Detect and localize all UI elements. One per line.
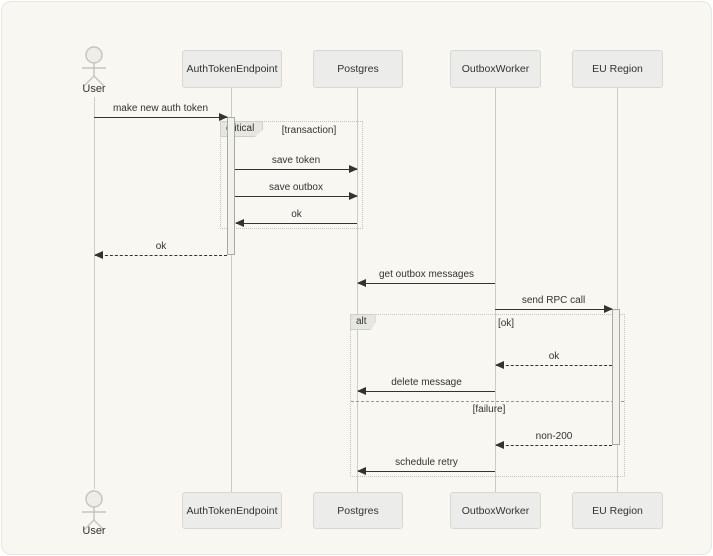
lifeline-user	[94, 97, 95, 489]
message-line	[358, 283, 495, 284]
lifeline-authtokenendpoint	[231, 88, 232, 492]
arrowhead-icon	[94, 251, 103, 259]
message-label: delete message	[391, 377, 462, 388]
message-line	[495, 309, 612, 310]
participant-label: Postgres	[337, 63, 379, 75]
arrowhead-icon	[357, 467, 366, 475]
message-line	[496, 445, 612, 446]
arrowhead-icon	[235, 219, 244, 227]
critical-condition-transaction: [transaction]	[281, 125, 337, 136]
message-label: ok	[291, 209, 302, 220]
participant-bottom-outboxworker: OutboxWorker	[450, 492, 541, 529]
participant-label: Postgres	[337, 504, 379, 517]
alt-block-tab: alt	[350, 314, 376, 330]
message-line	[94, 117, 227, 118]
lifeline-postgres	[357, 88, 358, 492]
critical-block: critical [transaction]	[220, 121, 363, 229]
message-line	[235, 196, 357, 197]
alt-block: alt [ok] [failure]	[350, 314, 625, 477]
user-actor-icon-bottom	[82, 490, 106, 531]
arrowhead-icon	[349, 192, 358, 200]
message-label: non-200	[535, 431, 573, 442]
arrowhead-icon	[219, 113, 228, 121]
activation-eu-region	[612, 309, 620, 445]
message-label: get outbox messages	[378, 269, 475, 280]
message-line	[236, 223, 357, 224]
alt-condition-failure: [failure]	[472, 404, 506, 415]
user-actor-icon	[82, 46, 106, 87]
participant-bottom-eu-region: EU Region	[572, 492, 663, 529]
message-line	[235, 169, 357, 170]
message-line	[358, 471, 495, 472]
participant-label: EU Region	[592, 504, 643, 517]
actor-label-user-bottom: User	[82, 525, 106, 537]
participant-label: AuthTokenEndpoint	[186, 63, 278, 75]
participant-bottom-authtokenendpoint: AuthTokenEndpoint	[182, 492, 282, 529]
lifeline-outboxworker	[495, 88, 496, 492]
message-label: send RPC call	[521, 295, 586, 306]
arrowhead-icon	[495, 441, 504, 449]
participant-label: OutboxWorker	[461, 504, 530, 517]
arrowhead-icon	[357, 387, 366, 395]
lifeline-eu-region	[617, 88, 618, 492]
arrowhead-icon	[604, 305, 613, 313]
participant-top-postgres: Postgres	[313, 50, 403, 88]
message-line	[358, 391, 495, 392]
message-label: save outbox	[269, 182, 323, 193]
participant-bottom-postgres: Postgres	[313, 492, 403, 529]
message-label: make new auth token	[112, 103, 209, 114]
message-line	[496, 365, 612, 366]
alt-condition-ok: [ok]	[497, 318, 515, 329]
participant-label: OutboxWorker	[461, 63, 530, 75]
participant-top-authtokenendpoint: AuthTokenEndpoint	[182, 50, 282, 88]
message-label: ok	[155, 241, 167, 252]
arrowhead-icon	[357, 279, 366, 287]
participant-label: AuthTokenEndpoint	[186, 504, 278, 517]
message-line	[95, 255, 227, 256]
participant-top-outboxworker: OutboxWorker	[450, 50, 541, 88]
message-label: ok	[548, 351, 560, 362]
participant-top-eu-region: EU Region	[572, 50, 663, 88]
participant-label: EU Region	[592, 63, 643, 75]
arrowhead-icon	[349, 165, 358, 173]
message-label: schedule retry	[395, 457, 458, 468]
message-label: save token	[271, 155, 321, 166]
actor-label-user-top: User	[82, 83, 106, 95]
arrowhead-icon	[495, 361, 504, 369]
alt-failure-divider	[351, 401, 624, 402]
activation-authtokenendpoint	[227, 117, 235, 255]
